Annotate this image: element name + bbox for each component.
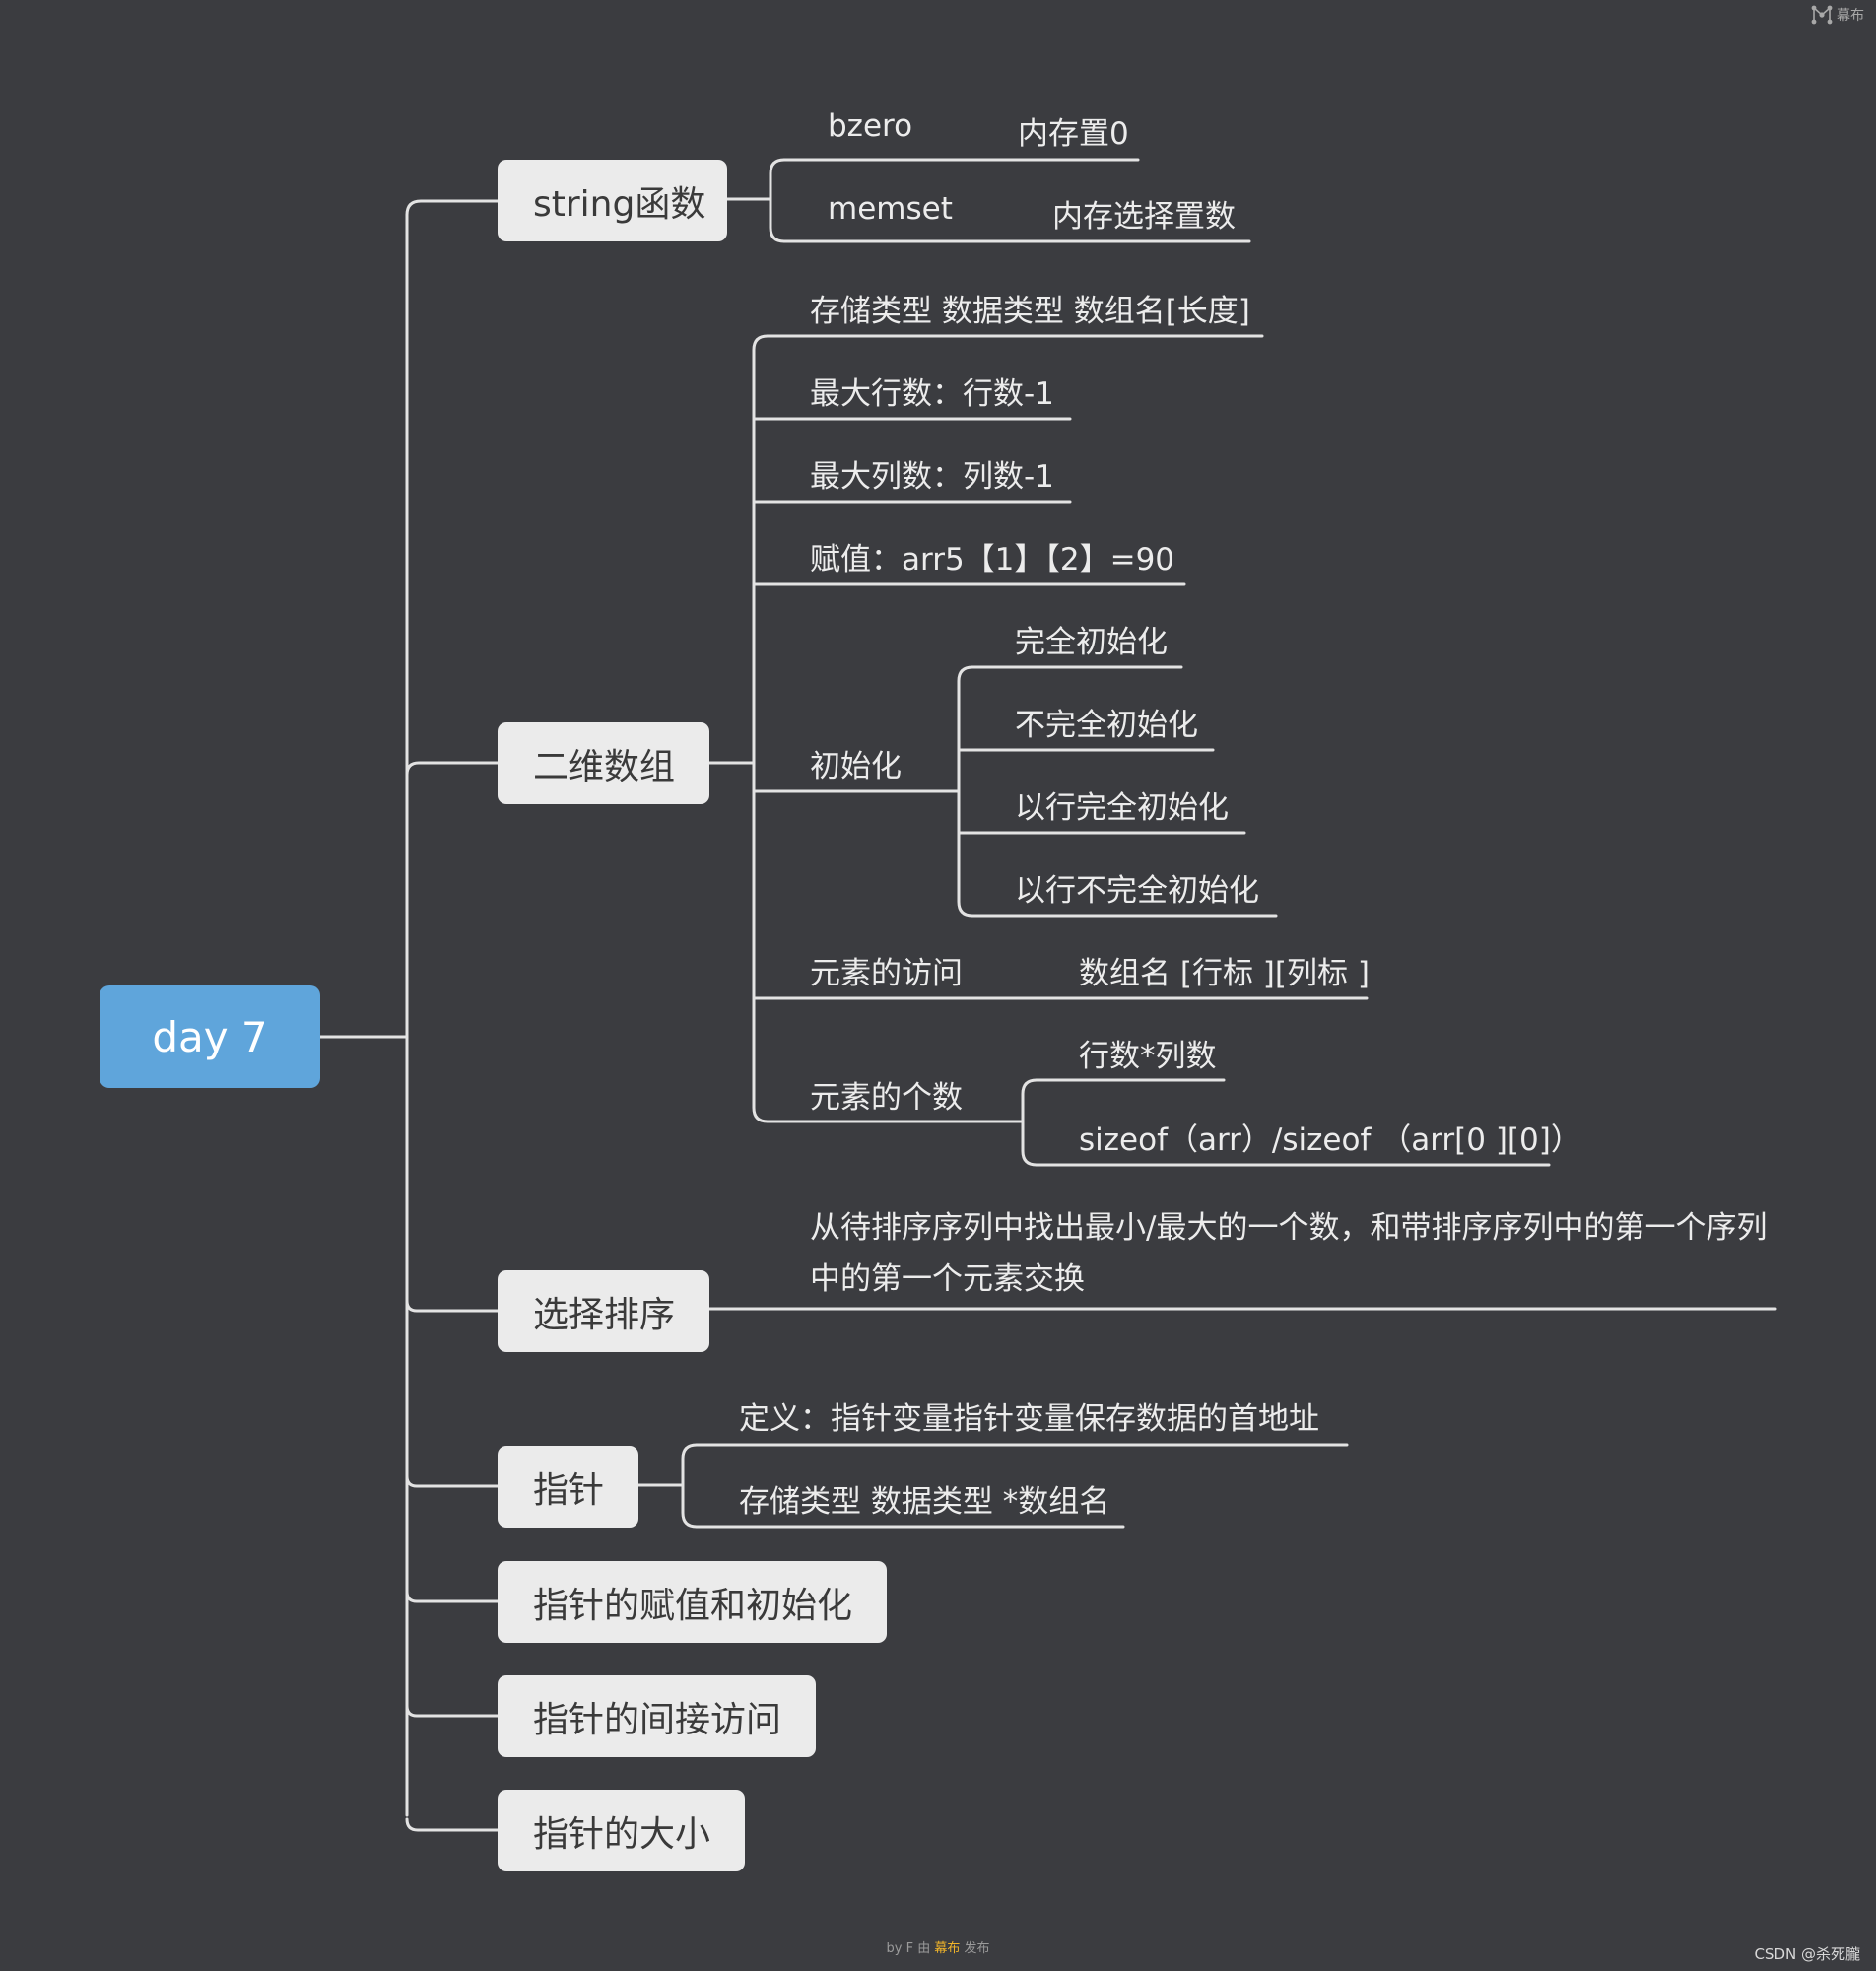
spine-branch-pointer-assign: [405, 1590, 500, 1603]
init-item-row-full[interactable]: 以行完全初始化: [1015, 790, 1229, 826]
init-item-partial[interactable]: 不完全初始化: [1015, 708, 1198, 743]
topic-pointer-assign[interactable]: 指针的赋值和初始化: [498, 1561, 887, 1643]
topic-string-funcs[interactable]: string函数: [498, 160, 727, 241]
spine-branch-pointer-indirect: [405, 1704, 500, 1718]
footer-suffix: 发布: [960, 1941, 990, 1956]
string-item-bzero[interactable]: bzero: [828, 108, 913, 144]
brand-logo[interactable]: 幕布: [1811, 5, 1864, 25]
topic-selection-sort[interactable]: 选择排序: [498, 1270, 709, 1352]
pointer-item-decl[interactable]: 存储类型 数据类型 *数组名: [739, 1484, 1110, 1520]
array2d-item-max-row[interactable]: 最大行数：行数-1: [810, 376, 1054, 412]
topic-pointer-indirect[interactable]: 指针的间接访问: [498, 1675, 816, 1757]
footer-brand[interactable]: 幕布: [934, 1941, 961, 1956]
string-item-memset-desc[interactable]: 内存选择置数: [1052, 199, 1236, 235]
brand-name: 幕布: [1837, 8, 1864, 24]
topic-pointer-size[interactable]: 指针的大小: [498, 1790, 745, 1871]
array2d-item-access-desc[interactable]: 数组名 [行标 ][列标 ]: [1079, 956, 1370, 991]
count-bracket: [1021, 1078, 1038, 1167]
array2d-item-access[interactable]: 元素的访问: [810, 956, 963, 991]
sort-item-desc[interactable]: 从待排序序列中找出最小/最大的一个数，和带排序序列中的第一个序列中的第一个元素交…: [810, 1210, 1768, 1297]
string-item-memset[interactable]: memset: [828, 191, 953, 227]
init-bracket: [957, 665, 974, 918]
topic-array2d[interactable]: 二维数组: [498, 722, 709, 804]
root-node[interactable]: day 7: [100, 986, 320, 1088]
count-item-formula[interactable]: 行数*列数: [1079, 1039, 1217, 1074]
spine-branch-string: [405, 199, 500, 217]
count-item-sizeof[interactable]: sizeof（arr）/sizeof （arr[0 ][0]）: [1079, 1122, 1581, 1158]
spine-branch-sort: [405, 1299, 500, 1313]
csdn-watermark: CSDN @杀死朧: [1754, 1945, 1860, 1963]
footer-credit: by F 由 幕布 发布: [0, 1937, 1876, 1956]
array2d-item-max-col[interactable]: 最大列数：列数-1: [810, 459, 1054, 495]
footer-prefix: by F 由: [886, 1941, 935, 1956]
array2d-item-count[interactable]: 元素的个数: [810, 1080, 963, 1116]
mubu-logo-icon: [1811, 5, 1833, 25]
array2d-bracket: [752, 334, 770, 1123]
spine-branch-pointer: [405, 1474, 500, 1488]
spine-branch-pointer-size: [405, 1817, 500, 1832]
spine-branch-array2d: [405, 761, 500, 777]
topic-pointer[interactable]: 指针: [498, 1446, 638, 1528]
pointer-bracket: [681, 1443, 699, 1529]
init-item-full[interactable]: 完全初始化: [1015, 625, 1168, 660]
string-bracket: [769, 158, 786, 243]
array2d-item-init[interactable]: 初始化: [810, 749, 902, 784]
array2d-item-decl[interactable]: 存储类型 数据类型 数组名[长度]: [810, 294, 1250, 329]
string-item-bzero-desc[interactable]: 内存置0: [1018, 116, 1129, 152]
array2d-item-assign[interactable]: 赋值：arr5【1】【2】=90: [810, 542, 1175, 578]
init-item-row-partial[interactable]: 以行不完全初始化: [1015, 873, 1259, 909]
pointer-item-def[interactable]: 定义：指针变量指针变量保存数据的首地址: [739, 1401, 1319, 1437]
